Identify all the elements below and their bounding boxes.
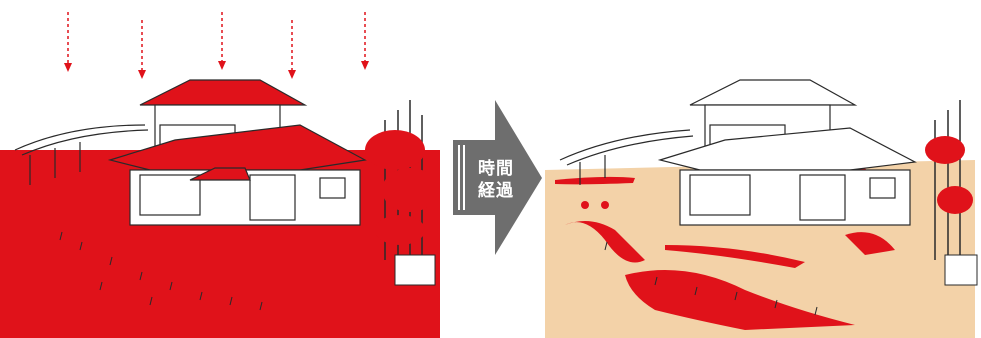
after-illustration xyxy=(545,79,978,338)
arrow-label: 時間 経過 xyxy=(476,158,516,202)
after-panel xyxy=(545,0,981,338)
house xyxy=(107,79,367,226)
fallout-arrows xyxy=(64,12,369,79)
time-elapsed-arrow: 時間 経過 xyxy=(450,90,545,265)
arrow-label-line1: 時間 xyxy=(478,159,514,179)
before-panel xyxy=(0,0,450,338)
arrow-icon xyxy=(453,100,542,255)
remaining-contamination xyxy=(555,151,895,330)
carport xyxy=(14,124,149,185)
arrow-label-line2: 経過 xyxy=(478,181,514,201)
before-illustration xyxy=(0,12,440,338)
